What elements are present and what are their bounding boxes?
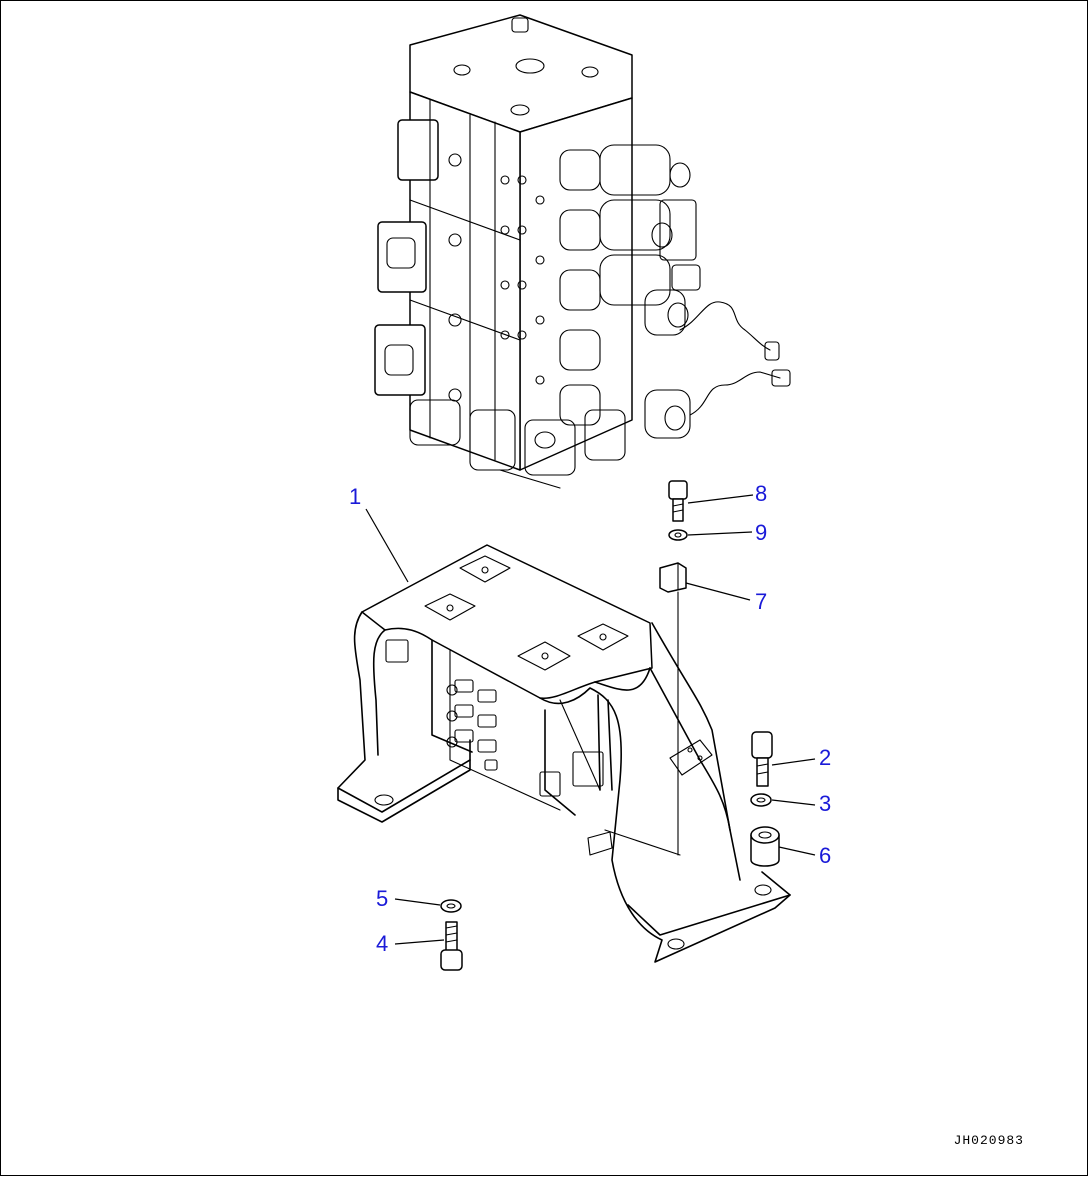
bolt-part-4	[440, 921, 463, 971]
bolt-part-8	[668, 480, 688, 522]
callout-6: 6	[819, 843, 832, 868]
callout-9: 9	[755, 520, 768, 545]
callout-3: 3	[819, 791, 832, 816]
spacer-part-7	[659, 562, 687, 593]
callout-5: 5	[376, 886, 389, 911]
leader-lines	[365, 494, 816, 945]
spacer-part-6	[750, 826, 780, 867]
callout-4: 4	[376, 931, 389, 956]
callout-8: 8	[755, 481, 768, 506]
washer-part-3	[750, 793, 772, 807]
washer-part-9	[668, 529, 688, 541]
callout-2: 2	[819, 745, 832, 770]
control-valve	[374, 14, 791, 489]
washer-part-5	[440, 899, 462, 913]
bracket-part-1	[337, 544, 791, 963]
drawing-id: JH020983	[953, 1133, 1024, 1148]
bolt-part-2	[751, 731, 773, 787]
callout-7: 7	[755, 589, 768, 614]
callout-1: 1	[349, 484, 362, 509]
